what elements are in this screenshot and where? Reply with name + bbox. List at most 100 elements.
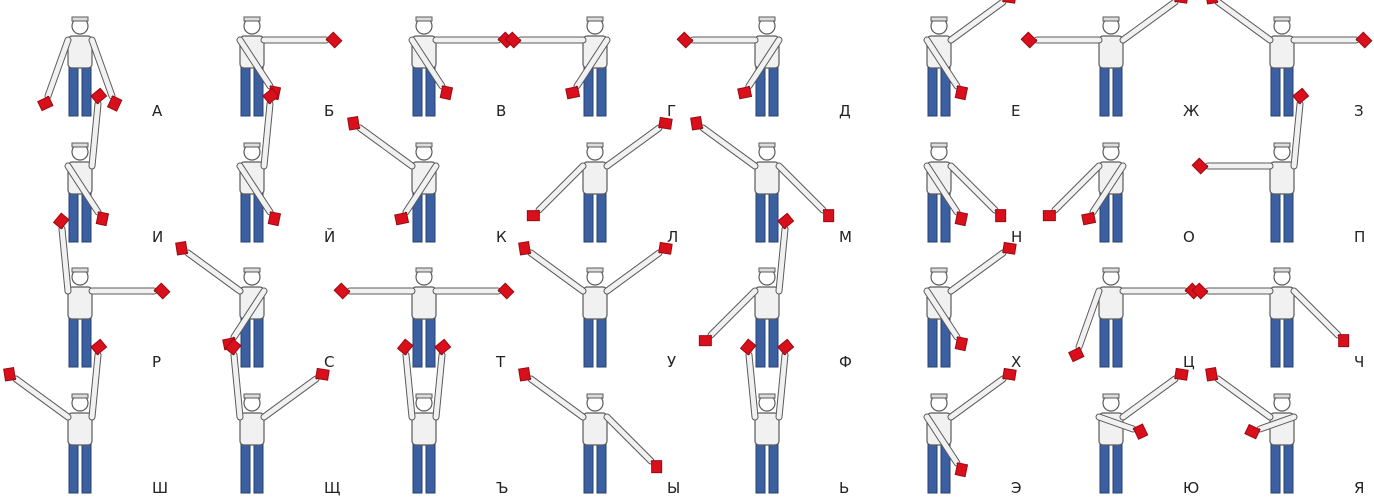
- torso: [67, 35, 93, 69]
- right-trouser-leg: [1112, 65, 1123, 117]
- letter-label: К: [496, 228, 507, 246]
- left-flag-icon: [396, 338, 414, 356]
- left-flag-icon: [439, 85, 454, 101]
- signal-cell: Е: [923, 0, 1020, 120]
- torso: [754, 286, 780, 320]
- left-trouser-leg: [1270, 191, 1281, 243]
- signal-cell: Ш: [3, 338, 168, 497]
- left-trouser-leg: [1099, 65, 1110, 117]
- signal-cell: П: [1191, 87, 1365, 246]
- right-flag-icon: [1002, 0, 1017, 4]
- cap: [71, 393, 89, 399]
- left-flag-icon: [1132, 423, 1149, 440]
- right-trouser-leg: [768, 65, 779, 117]
- left-sleeve: [65, 163, 101, 215]
- cap: [415, 16, 433, 22]
- cap: [1273, 16, 1291, 22]
- left-sleeve: [700, 125, 758, 169]
- letter-label: Ц: [1183, 353, 1195, 371]
- signal-cell: Ф: [698, 212, 852, 371]
- signal-cell: Ы: [518, 367, 680, 497]
- torso: [754, 161, 780, 195]
- right-flag-icon: [153, 282, 171, 300]
- left-flag-icon: [739, 338, 757, 356]
- right-trouser-leg: [596, 65, 607, 117]
- left-flag-icon: [1191, 282, 1209, 300]
- signal-cell: Х: [923, 241, 1021, 371]
- left-trouser-leg: [240, 65, 251, 117]
- left-trouser-leg: [68, 442, 79, 494]
- cap: [586, 393, 604, 399]
- left-flag-icon: [1205, 0, 1218, 5]
- cap: [758, 16, 776, 22]
- letter-label: З: [1354, 102, 1364, 120]
- signal-cell: Б: [236, 16, 343, 120]
- right-sleeve: [433, 352, 445, 420]
- right-sleeve: [604, 250, 662, 294]
- left-sleeve: [1052, 163, 1102, 213]
- cap: [758, 267, 776, 273]
- torso: [1269, 35, 1295, 69]
- left-flag-icon: [526, 210, 540, 222]
- signal-cell: З: [1205, 0, 1373, 120]
- cap: [71, 267, 89, 273]
- right-trouser-leg: [1112, 191, 1123, 243]
- left-trouser-leg: [412, 442, 423, 494]
- left-trouser-leg: [1099, 442, 1110, 494]
- left-flag-icon: [52, 212, 70, 230]
- signal-cell: Ж: [1020, 0, 1199, 120]
- signal-cell: Й: [236, 87, 335, 246]
- cap: [71, 142, 89, 148]
- left-sleeve: [1215, 0, 1273, 43]
- letter-label: Я: [1354, 479, 1364, 497]
- letter-label: Л: [667, 228, 678, 246]
- cap: [71, 16, 89, 22]
- right-sleeve: [604, 414, 654, 464]
- left-trouser-leg: [1270, 65, 1281, 117]
- right-flag-icon: [434, 338, 452, 356]
- right-flag-icon: [1244, 423, 1261, 440]
- right-flag-icon: [565, 85, 581, 100]
- right-flag-icon: [90, 87, 108, 105]
- right-trouser-leg: [768, 316, 779, 368]
- left-sleeve: [237, 37, 273, 89]
- left-sleeve: [924, 37, 960, 89]
- right-flag-icon: [394, 211, 410, 226]
- right-sleeve: [1120, 376, 1178, 420]
- left-trouser-leg: [927, 65, 938, 117]
- right-flag-icon: [90, 338, 108, 356]
- letter-label: Ш: [152, 479, 168, 497]
- signal-cell: Н: [923, 142, 1022, 246]
- left-trouser-leg: [68, 65, 79, 117]
- letter-label: Б: [324, 102, 334, 120]
- letter-label: Ф: [839, 353, 852, 371]
- right-sleeve: [231, 288, 267, 340]
- right-sleeve: [1291, 101, 1303, 169]
- right-flag-icon: [1174, 0, 1189, 4]
- right-trouser-leg: [1283, 65, 1294, 117]
- letter-label: Ж: [1183, 102, 1199, 120]
- cap: [758, 393, 776, 399]
- right-flag-icon: [1002, 367, 1017, 381]
- left-sleeve: [357, 125, 415, 169]
- torso: [239, 412, 265, 446]
- left-sleeve: [45, 37, 71, 99]
- left-flag-icon: [954, 85, 969, 101]
- letter-label: Н: [1011, 228, 1022, 246]
- torso: [1098, 286, 1124, 320]
- right-flag-icon: [1292, 87, 1310, 105]
- left-sleeve: [924, 414, 960, 466]
- cap: [1273, 267, 1291, 273]
- left-sleeve: [403, 352, 415, 420]
- right-sleeve: [1090, 163, 1126, 215]
- left-trouser-leg: [412, 65, 423, 117]
- right-trouser-leg: [1283, 442, 1294, 494]
- letter-label: Ч: [1354, 353, 1364, 371]
- left-flag-icon: [690, 116, 703, 131]
- left-sleeve: [409, 37, 445, 89]
- right-sleeve: [1291, 288, 1341, 338]
- left-flag-icon: [676, 31, 694, 49]
- left-sleeve: [746, 352, 758, 420]
- letter-label: В: [496, 102, 506, 120]
- right-trouser-leg: [425, 191, 436, 243]
